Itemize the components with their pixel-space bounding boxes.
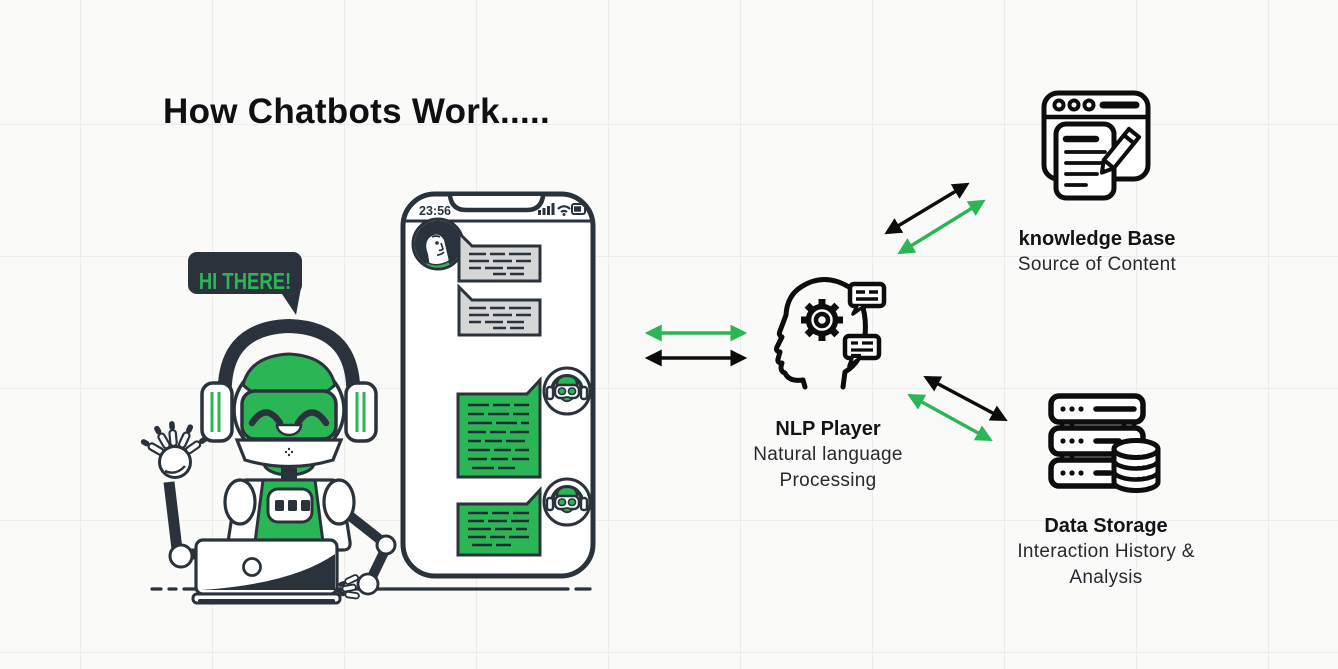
robot-jaw: [234, 438, 344, 469]
speech-bubble-text: HI THERE!: [199, 269, 291, 295]
robot-neck: [281, 468, 297, 481]
knowledge-base-subtitle: Source of Content: [1017, 254, 1177, 275]
data-storage-title: Data Storage: [1044, 515, 1168, 537]
arrow-nlp-ds-green: [907, 393, 993, 442]
data-storage-servers-icon: [1048, 393, 1161, 493]
knowledge-base-title: knowledge Base: [1018, 228, 1176, 250]
robot-eye-right: [294, 409, 330, 427]
gear-icon: [801, 299, 843, 341]
data-storage-label: Data Storage Interaction History & Analy…: [976, 514, 1236, 591]
knowledge-base-label: knowledge Base Source of Content: [972, 227, 1222, 278]
bot-avatar-2: [542, 477, 592, 527]
phone-frame: [400, 191, 596, 579]
knowledge-base-document-icon: [1041, 90, 1151, 201]
wifi-icon: [557, 205, 571, 216]
signal-bars-icon: [538, 203, 555, 215]
robot-eye-left: [248, 409, 284, 427]
nlp-chat-bubble-2: [842, 333, 882, 368]
robot-shoulder-left: [223, 478, 257, 526]
laptop: [191, 538, 342, 605]
robot-chin-dots: [284, 447, 294, 457]
robot-right-hand: [356, 572, 380, 596]
headphones-earcup-left: [200, 381, 234, 443]
user-avatar: [411, 217, 465, 271]
phone-time: 23:56: [419, 204, 451, 218]
nlp-title: NLP Player: [775, 418, 881, 440]
nlp-chat-bubble-1: [847, 281, 887, 316]
robot-torso: [223, 478, 356, 552]
laptop-logo: [242, 557, 262, 577]
bot-avatar-1: [542, 366, 592, 416]
headphones-earcup-right: [344, 381, 378, 443]
data-storage-subtitle-line2: Analysis: [1069, 567, 1143, 588]
pencil-icon: [1099, 126, 1142, 175]
data-storage-subtitle-line1: Interaction History &: [1017, 541, 1195, 562]
nlp-head-gear-icon: [773, 277, 887, 390]
chat-bubble-user-2: [457, 283, 542, 337]
page-title: How Chatbots Work.....: [163, 92, 551, 131]
chat-bubble-bot-2: [456, 486, 542, 557]
arrows-chat-nlp: [644, 324, 748, 367]
nlp-label: NLP Player Natural language Processing: [703, 417, 953, 494]
phone-notch: [447, 195, 546, 213]
battery-icon: [571, 203, 589, 215]
chat-bubble-bot-1: [456, 376, 542, 479]
nlp-subtitle-line2: Processing: [779, 470, 877, 491]
phone-mockup: 23:56: [400, 191, 596, 579]
arrow-nlp-kb-green: [897, 199, 986, 255]
arrows-nlp-data-storage: [907, 376, 1008, 442]
arrows-nlp-knowledge-base: [884, 182, 986, 255]
headphones-band: [217, 318, 361, 403]
nlp-subtitle-line1: Natural language: [753, 444, 903, 465]
robot-right-arm: [333, 508, 397, 600]
chat-bubble-user-1: [457, 229, 542, 283]
robot-mouth: [275, 423, 303, 437]
arrow-nlp-kb-black: [884, 182, 970, 235]
robot-shoulder-right: [322, 478, 356, 526]
robot-character: HI THERE!: [138, 252, 397, 605]
database-cylinder-icon: [1111, 438, 1161, 493]
hi-there-speech-bubble: HI THERE!: [188, 252, 302, 315]
